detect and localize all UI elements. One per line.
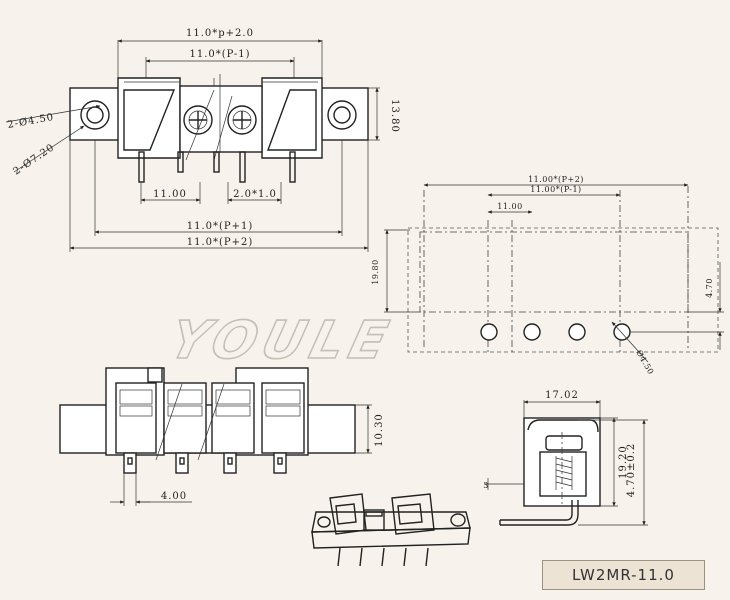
dim-span-p1: 11.0*(P+1) (94, 140, 343, 236)
screw-1 (183, 105, 213, 135)
dim-span-p2: 11.0*(P+2) (69, 140, 369, 252)
dim-pcb-span-p2: 11.00*(P+2) (423, 175, 689, 187)
pcb-holes (480, 323, 631, 341)
dim-label: 4.70 (705, 278, 714, 298)
side-clamp (539, 451, 587, 497)
top-view: 11.0*p+2.0 11.0*(P-1) (5, 28, 400, 252)
dim-label: 11.0*(P+1) (187, 221, 254, 232)
side-screw-head (545, 435, 583, 451)
dim-pcb-pitch: 11.00 (487, 202, 533, 214)
dim-height: 13.80 (368, 87, 400, 141)
front-view: 10.30 4.00 (59, 367, 385, 506)
dim-label: 3 (483, 481, 489, 490)
dim-label: 13.80 (389, 99, 400, 133)
pins-top-view (138, 151, 296, 183)
dim-side-stub: 3 (483, 478, 524, 490)
dim-label: 11.0*(P-1) (190, 49, 251, 60)
model-label: LW2MR-11.0 (542, 560, 705, 590)
footprint-outline (407, 227, 719, 353)
dim-label: 2-Ø4.50 (7, 112, 55, 131)
dim-pin-pitch: 11.00 (140, 182, 201, 204)
dim-label: 10.30 (374, 413, 385, 447)
dim-side-width: 17.02 (523, 390, 601, 418)
barrier-block-left (117, 77, 181, 159)
dim-label: 4.00 (161, 491, 187, 502)
dim-side-offset: 4.70±0.2 (578, 419, 648, 526)
dim-side-height: 19.20 (600, 417, 629, 507)
side-view: 17.02 19.20 4.70±0.2 (483, 390, 648, 526)
dim-label: 17.02 (545, 390, 579, 401)
pcb-layout-view: 11.00*(P+2) 11.00*(P-1) 11.00 19.80 4.70… (371, 175, 724, 376)
dim-label: 11.0*p+2.0 (186, 28, 254, 39)
dim-label: 2-Ø7.20 (12, 142, 57, 178)
dim-pcb-offset: 4.70 (630, 262, 724, 350)
mounting-ear-left (80, 100, 110, 130)
watermark-logo: YOULE (164, 311, 400, 371)
dim-label: 11.0*(P+2) (187, 237, 254, 248)
front-base (59, 404, 356, 454)
terminal-body (179, 85, 263, 153)
barrier-block-right (261, 77, 323, 159)
dim-label: 2.0*1.0 (233, 189, 277, 200)
front-pins (123, 452, 287, 474)
dim-pcb-height: 19.80 (371, 229, 420, 313)
dim-pin-offset: 2.0*1.0 (227, 182, 282, 204)
dim-overall-top: 11.0*p+2.0 (117, 28, 323, 80)
dim-pcb-span-p1: 11.00*(P-1) (487, 185, 621, 197)
dim-label: Ø4.50 (634, 349, 655, 377)
dim-label: 11.00*(P-1) (530, 185, 581, 194)
dim-label: 11.00 (153, 189, 187, 200)
product-iso-view (311, 493, 471, 567)
side-thread (555, 456, 573, 490)
dim-label: 19.20 (618, 445, 629, 479)
mounting-hole-right (333, 106, 351, 124)
dim-front-height: 10.30 (355, 404, 385, 454)
screw-2 (227, 105, 257, 135)
front-terminals (115, 382, 305, 454)
dim-label: 11.00 (497, 202, 522, 211)
body-outline (419, 231, 689, 313)
dim-label: 19.80 (371, 259, 380, 284)
dim-label: 4.70±0.2 (626, 443, 637, 498)
dim-front-pitch: 4.00 (110, 473, 192, 506)
dim-label: 11.00*(P+2) (528, 175, 584, 184)
mounting-ear-right (327, 100, 357, 130)
